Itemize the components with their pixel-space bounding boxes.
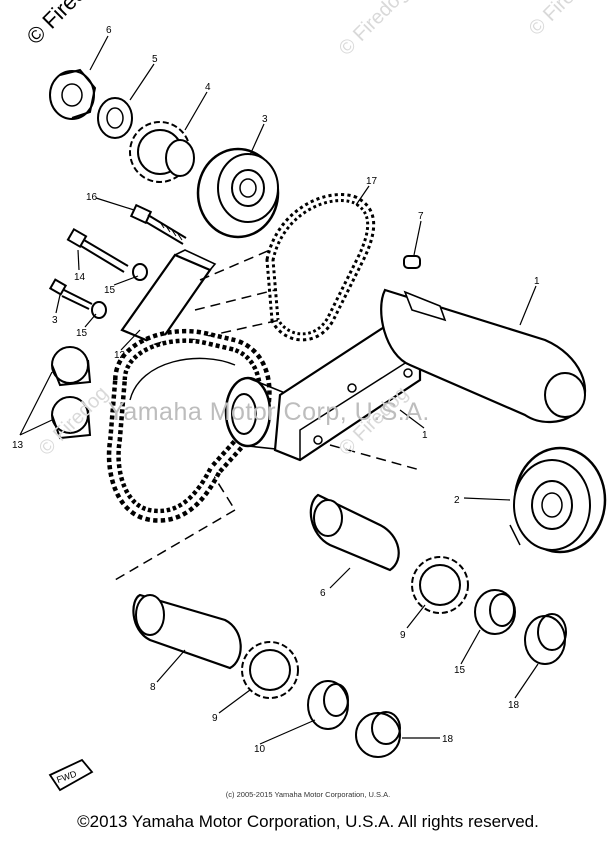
part-1-shaft [380,288,587,423]
center-watermark: Yamaha Motor Corp, U.S.A. [108,398,430,426]
label-10: 10 [254,744,266,755]
label-6-top: 6 [106,25,112,36]
part-9-sprocket-right [411,556,469,614]
part-13-collar-upper [51,346,92,387]
part-3-bolt-small [48,278,93,310]
label-1-housing: 1 [422,430,428,441]
label-6-shaft: 6 [320,588,326,599]
label-9-lower: 9 [212,713,218,724]
label-16: 16 [86,192,98,203]
label-13: 13 [12,440,24,451]
label-2: 2 [454,495,460,506]
label-7: 7 [418,211,424,222]
leader-lines [19,35,539,745]
part-13-collar-lower [51,396,92,440]
part-15-needle-bearing [474,589,516,635]
part-3-bearing [196,147,280,239]
part-10-needle-bearing [307,680,349,730]
part-14-bolt [66,227,129,273]
part-4-sprocket-top [129,121,195,183]
label-14: 14 [74,272,86,283]
label-8: 8 [150,682,156,693]
part-18-bushing-right [524,613,567,665]
label-15-bearing: 15 [454,665,466,676]
label-18-right: 18 [508,700,520,711]
label-15-upper: 15 [104,285,116,296]
small-copyright: (c) 2005-2015 Yamaha Motor Corporation, … [225,790,391,799]
label-9-right: 9 [400,630,406,641]
part-18-bushing-lower [355,711,401,758]
part-center-hub [224,376,291,451]
part-12-guide [120,249,217,347]
label-15-lower: 15 [76,328,88,339]
fwd-marker: FWD [48,758,94,792]
label-5: 5 [152,54,158,65]
large-copyright: ©2013 Yamaha Motor Corporation, U.S.A. A… [77,812,539,831]
label-18-lower: 18 [442,734,454,745]
label-17: 17 [366,176,378,187]
part-2-bearing [509,446,607,554]
label-3-bearing: 3 [262,114,268,125]
part-7-pin [403,255,421,269]
label-1-shaft: 1 [534,276,540,287]
part-6-shaft [309,493,400,572]
label-4: 4 [205,82,211,93]
part-8-shaft [132,593,242,670]
part-6-seal-top [49,68,97,120]
label-3-bolt: 3 [52,315,58,326]
part-16-bolt [129,203,187,245]
label-12: 12 [114,350,126,361]
part-17-chain-upper [265,193,376,342]
part-5-washer [97,97,133,139]
part-9-sprocket-lower [241,641,299,699]
part-labels: 6 5 4 3 16 17 7 14 15 3 15 12 1 13 1 2 6… [12,25,540,755]
